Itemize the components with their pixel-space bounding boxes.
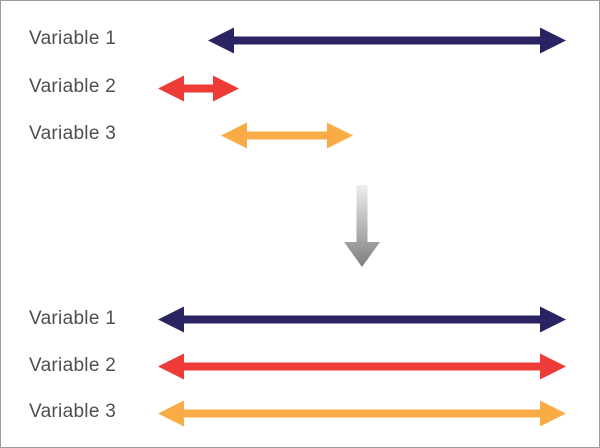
variable-2-label-after: Variable 2 — [29, 355, 117, 376]
variable-2-label-before: Variable 2 — [29, 76, 117, 97]
right-arrowhead-icon — [327, 122, 353, 148]
arrow-shaft — [183, 84, 214, 92]
variable-3-label-after: Variable 3 — [29, 401, 117, 422]
variable-2-range-arrow-after — [158, 353, 566, 380]
variable-1-range-arrow-before — [208, 27, 566, 54]
variable-2-range-arrow-before — [158, 75, 239, 102]
right-arrowhead-icon — [540, 400, 566, 426]
left-arrowhead-icon — [221, 122, 247, 148]
left-arrowhead-icon — [158, 400, 184, 426]
left-arrowhead-icon — [158, 306, 184, 332]
variable-3-range-arrow-after — [158, 400, 566, 427]
arrow-shaft — [183, 409, 541, 417]
arrow-shaft — [183, 315, 541, 323]
variable-1-label-after: Variable 1 — [29, 308, 117, 329]
right-arrowhead-icon — [213, 75, 239, 101]
arrow-shaft — [246, 131, 328, 139]
variable-3-label-before: Variable 3 — [29, 123, 117, 144]
right-arrowhead-icon — [540, 306, 566, 332]
arrow-shaft — [183, 362, 541, 370]
variable-1-range-arrow-after — [158, 306, 566, 333]
variable-3-range-arrow-before — [221, 122, 353, 149]
variable-1-label-before: Variable 1 — [29, 28, 117, 49]
left-arrowhead-icon — [158, 353, 184, 379]
right-arrowhead-icon — [540, 353, 566, 379]
left-arrowhead-icon — [158, 75, 184, 101]
left-arrowhead-icon — [208, 27, 234, 53]
down-arrow-icon — [344, 185, 380, 267]
arrow-shaft — [233, 36, 541, 44]
right-arrowhead-icon — [540, 27, 566, 53]
